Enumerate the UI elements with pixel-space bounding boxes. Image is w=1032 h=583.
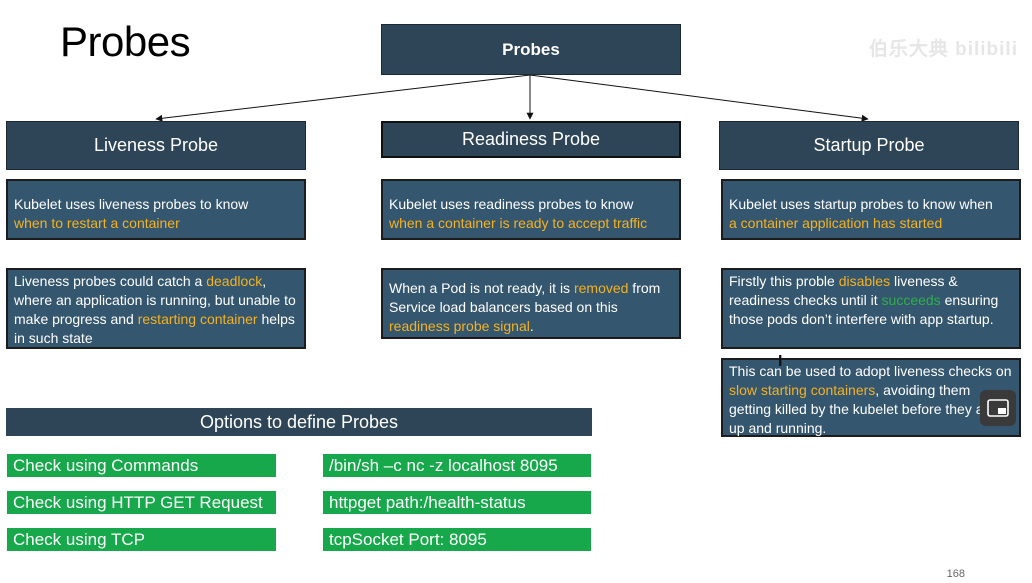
probes-root-box: Probes [381,24,681,75]
option-example-tcp: tcpSocket Port: 8095 [323,528,591,551]
deadlock-highlight: deadlock [206,273,263,289]
liveness-probe-header: Liveness Probe [6,121,306,170]
readiness-detail-text: When a Pod is not ready, it is [389,280,574,296]
mouse-cursor-icon: I [778,353,783,370]
startup-detail-text-2: liveness & readiness checks until it [729,273,958,308]
slow-starting-highlight: slow starting containers [729,382,876,398]
picture-in-picture-button[interactable] [980,390,1016,426]
restarting-container-highlight: restarting container [137,311,258,327]
option-example-commands: /bin/sh –c nc -z localhost 8095 [323,454,591,477]
startup-desc-highlight: a container application has started [729,214,943,231]
startup-detail-text: Firstly this proble [729,273,839,289]
option-example-http: httpget path:/health-status [323,491,591,514]
watermark-logo: 伯乐大典 bilibili [868,39,1018,60]
liveness-desc-text: Kubelet uses liveness probes to know [14,195,249,212]
readiness-detail-card: When a Pod is not ready, it is removed f… [381,268,681,339]
liveness-detail-card: Liveness probes could catch a deadlock, … [6,268,306,349]
readiness-detail-text-3: . [529,318,534,334]
startup-extra-text: This can be used to adopt liveness check… [729,363,1012,379]
startup-probe-header: Startup Probe [719,121,1019,170]
startup-detail-text-3: ensuring those pods don’t interfere with… [729,292,999,327]
readiness-probe-header: Readiness Probe [381,121,681,158]
readiness-desc-text: Kubelet uses readiness probes to know [389,195,634,212]
liveness-description-card: Kubelet uses liveness probes to know whe… [6,179,306,240]
startup-detail-card: Firstly this proble disables liveness & … [721,268,1021,349]
option-method-tcp: Check using TCP [7,528,276,551]
option-method-http: Check using HTTP GET Request [7,491,276,514]
readiness-detail-text-2: from Service load balancers based on thi… [389,280,661,315]
arrow-to-startup [529,74,869,122]
option-method-commands: Check using Commands [7,454,276,477]
readiness-signal-highlight: readiness probe signal [389,318,530,334]
startup-description-card: Kubelet uses startup probes to know when… [721,179,1021,240]
liveness-detail-text: Liveness probes could catch a [14,273,207,289]
liveness-detail-text-3: helps in such state [14,311,295,346]
liveness-detail-text-2: , where an application is running, but u… [14,273,296,327]
readiness-description-card: Kubelet uses readiness probes to know wh… [381,179,681,240]
arrow-to-liveness [155,74,531,122]
disables-highlight: disables [838,273,891,289]
readiness-desc-highlight: when a container is ready to accept traf… [389,214,648,231]
startup-desc-text: Kubelet uses startup probes to know when [729,195,993,212]
liveness-desc-highlight: when to restart a container [14,214,180,231]
startup-extra-card: This can be used to adopt liveness check… [721,358,1021,437]
succeeds-highlight: succeeds [881,292,941,308]
startup-extra-text-2: , avoiding them getting killed by the ku… [729,382,996,436]
slide-title: Probes [60,18,191,65]
picture-in-picture-icon [987,399,1009,417]
removed-highlight: removed [573,280,629,296]
page-number: 168 [946,568,965,580]
options-header: Options to define Probes [6,408,592,436]
